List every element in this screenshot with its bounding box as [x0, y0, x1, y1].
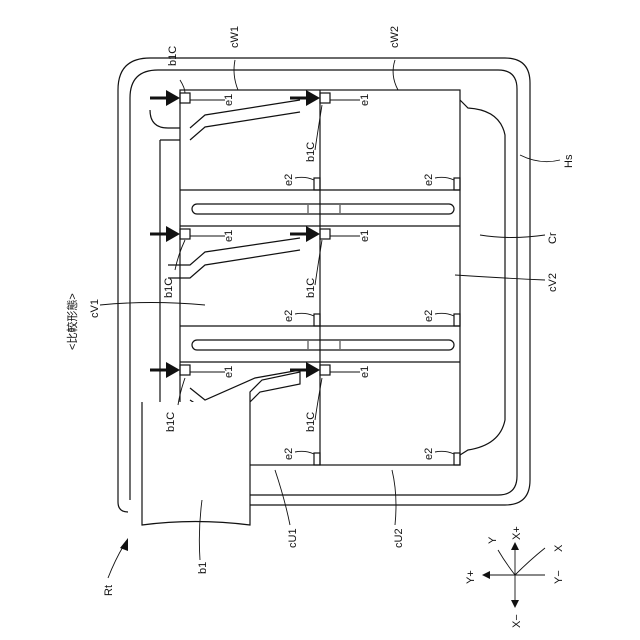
label-Cr: Cr: [547, 232, 559, 244]
arrow-2: [290, 90, 320, 106]
terminal-e2-f: [454, 453, 460, 465]
label-b1C-5: b1C: [165, 412, 177, 432]
terminal-e2-e: [314, 453, 320, 465]
label-e2-1: e2: [283, 174, 295, 186]
label-axis-X: X: [553, 544, 565, 552]
label-e1-2: e1: [359, 94, 371, 106]
label-axis-Xplus: X+: [511, 526, 523, 540]
label-b1C-1: b1C: [167, 46, 179, 66]
arrow-5: [150, 362, 180, 378]
lead-b1-outline: [142, 372, 300, 525]
pressure-arrows: [150, 90, 320, 378]
label-axis-Xminus: X−: [511, 614, 523, 628]
label-e1-3: e1: [223, 230, 235, 242]
label-caption: <比較形態>: [65, 293, 79, 350]
left-channel-bend-top: [150, 110, 180, 128]
terminal-e1-b: [320, 93, 330, 103]
terminal-e1-c: [180, 229, 190, 239]
label-e2-6: e2: [423, 448, 435, 460]
label-Rt: Rt: [103, 585, 115, 596]
terminal-e1-a: [180, 93, 190, 103]
label-axis-Yplus: Y+: [465, 570, 477, 584]
label-cV1: cV1: [89, 299, 101, 318]
bar-upper: [192, 204, 454, 214]
flow-channel-middle: [168, 238, 300, 278]
label-b1C-4: b1C: [305, 278, 317, 298]
terminal-e1-e: [180, 365, 190, 375]
label-e2-3: e2: [283, 310, 295, 322]
label-axis-Y: Y: [487, 536, 499, 544]
label-cU1: cU1: [287, 528, 299, 548]
label-cV2: cV2: [547, 273, 559, 292]
bar-lower: [192, 340, 454, 350]
arrow-1: [150, 90, 180, 106]
terminal-e1-f: [320, 365, 330, 375]
label-e1-1: e1: [223, 94, 235, 106]
terminal-e1-d: [320, 229, 330, 239]
label-b1C-3: b1C: [163, 278, 175, 298]
label-e2-5: e2: [283, 448, 295, 460]
label-axis-Yminus: Y−: [553, 570, 565, 584]
label-e2-2: e2: [423, 174, 435, 186]
flow-channel-upper: [190, 100, 300, 140]
terminal-e2-b: [454, 178, 460, 190]
label-Hs: Hs: [563, 154, 575, 168]
label-cW1: cW1: [229, 26, 241, 48]
label-e1-4: e1: [359, 230, 371, 242]
label-b1C-6: b1C: [305, 412, 317, 432]
arrow-3: [150, 226, 180, 242]
label-cU2: cU2: [393, 528, 405, 548]
label-e1-5: e1: [223, 366, 235, 378]
rt-arrow: [108, 545, 124, 578]
label-e1-6: e1: [359, 366, 371, 378]
label-cW2: cW2: [389, 26, 401, 48]
terminal-e2-d: [454, 314, 460, 326]
label-e2-4: e2: [423, 310, 435, 322]
arrow-4: [290, 226, 320, 242]
axis-indicator: [482, 542, 545, 608]
label-b1: b1: [197, 562, 209, 574]
label-b1C-2: b1C: [305, 142, 317, 162]
terminal-e2-c: [314, 314, 320, 326]
terminal-e2-a: [314, 178, 320, 190]
